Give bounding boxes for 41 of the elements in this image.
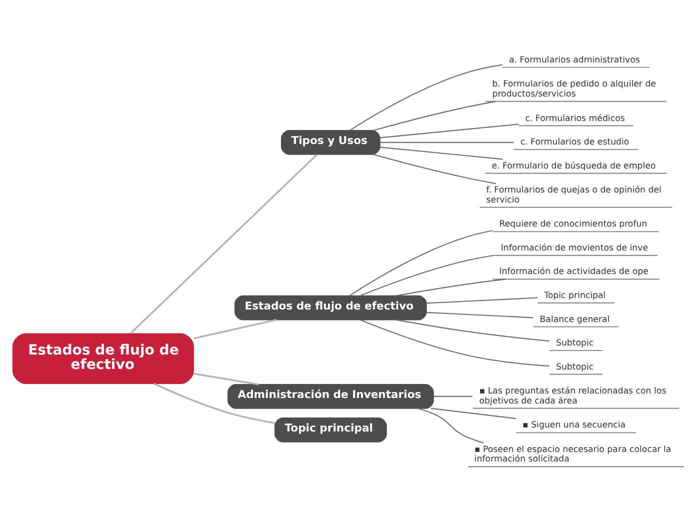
- node-text: Requiere de conocimientos profun: [499, 220, 648, 230]
- connector: [349, 230, 493, 296]
- node-text: c. Formularios de estudio: [520, 138, 630, 148]
- connector: [426, 312, 534, 318]
- connector: [418, 408, 484, 444]
- connector: [153, 382, 275, 424]
- connector: [130, 154, 318, 334]
- connector: [380, 124, 519, 138]
- connector: [380, 146, 503, 160]
- connector: [394, 319, 550, 342]
- node-box: Topic principal: [274, 418, 387, 442]
- node-text: Balance general: [540, 314, 610, 325]
- node-text: Subtopic: [556, 338, 594, 349]
- node-text: Subtopic: [556, 362, 594, 372]
- node-text: Información de actividades de ope: [499, 267, 648, 278]
- connector: [373, 100, 496, 132]
- node-text: ▪ Las preguntas están relacionadas con los objetivos de cada área: [479, 386, 666, 406]
- connector: [360, 319, 550, 367]
- connector: [433, 396, 472, 397]
- connector: [373, 154, 496, 184]
- node-text: b. Formularios de pedido o alquiler de productos/servicios: [492, 80, 656, 100]
- node-box: Tipos y Usos: [280, 130, 380, 155]
- connector: [349, 64, 502, 131]
- node-text: Información de movientos de inve: [500, 243, 648, 254]
- connector: [394, 278, 506, 296]
- node-box: Administración de Inventarios: [227, 384, 434, 409]
- connector: [193, 318, 277, 340]
- connector: [426, 297, 538, 304]
- node-text: Topic principal: [544, 290, 606, 301]
- node-text: ▪ Poseen el espacio necesario para colocar la información solicitada: [474, 444, 672, 465]
- node-text: a. Formularios administrativos: [508, 55, 640, 66]
- node-box: Estados de flujo de efectivo: [12, 333, 194, 384]
- node-text: ▪ Siguen una secuencia: [522, 420, 626, 431]
- node-box: Estados de flujo de efectivo: [234, 295, 427, 320]
- node-text: c. Formularios médicos: [525, 114, 625, 124]
- node-text: e. Formulario de búsqueda de empleo: [492, 161, 656, 172]
- connector: [360, 254, 494, 296]
- connector: [380, 142, 514, 144]
- node-text: f. Formularios de quejas o de opinión del servicio: [486, 186, 662, 206]
- connector: [194, 372, 259, 386]
- connector: [430, 408, 516, 420]
